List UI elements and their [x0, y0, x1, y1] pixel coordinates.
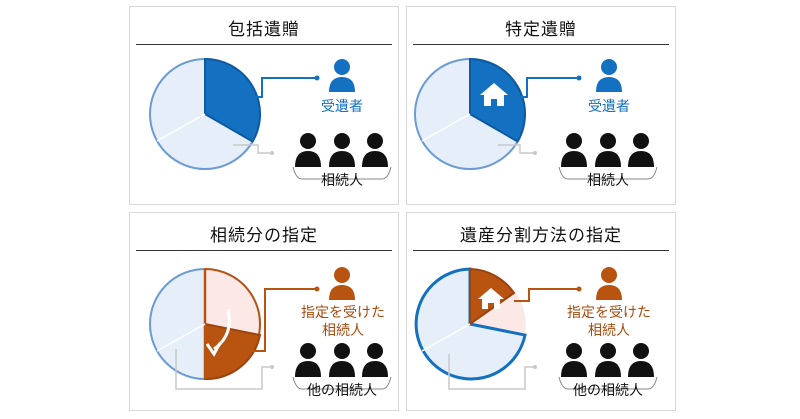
receiver-label-line-2: 相続人	[588, 323, 630, 339]
division-diagram	[414, 267, 658, 390]
share-diagram	[149, 267, 392, 390]
heirs-person-icons	[561, 343, 654, 377]
heirs-connector	[233, 144, 274, 155]
heirs-connector	[498, 144, 537, 155]
receiver-label: 受遺者	[588, 99, 630, 115]
receiver-label: 受遺者	[321, 99, 363, 115]
heirs-bracket	[558, 376, 658, 390]
panel-title: 特定遺贈	[505, 20, 577, 40]
bequest-diagram	[414, 57, 658, 180]
receiver-connector	[252, 286, 320, 352]
estate-pie	[149, 57, 261, 170]
panel-title: 遺産分割方法の指定	[460, 226, 622, 246]
heirs-bracket	[292, 166, 392, 180]
receiver-person-icon	[596, 267, 622, 300]
receiver-connector	[514, 286, 582, 302]
title-divider	[136, 44, 392, 45]
estate-pie	[149, 267, 262, 381]
receiver-connector	[517, 75, 582, 98]
receiver-connector	[252, 75, 320, 98]
panel-specific-bequest: 特定遺贈 受遺者 相続人	[406, 6, 676, 205]
estate-pie	[414, 57, 526, 170]
panel-designated-share: 相続分の指定 指定を受けた 相続人 他の相続	[129, 212, 399, 411]
title-divider	[413, 44, 669, 45]
heirs-label: 相続人	[321, 173, 363, 189]
estate-pie	[414, 267, 527, 381]
heirs-person-icons	[295, 343, 388, 377]
heirs-person-icons	[561, 133, 654, 167]
title-divider	[413, 250, 669, 251]
receiver-label-line-2: 相続人	[322, 323, 364, 339]
heirs-bracket	[558, 166, 658, 180]
house-icon	[478, 288, 504, 309]
heirs-person-icons	[295, 133, 388, 167]
title-divider	[136, 250, 392, 251]
receiver-person-icon	[329, 267, 355, 300]
heirs-label: 他の相続人	[573, 383, 643, 399]
heirs-connector	[448, 354, 537, 390]
panel-title: 包括遺贈	[228, 20, 300, 40]
receiver-person-icon	[329, 59, 355, 92]
curved-arrow-head	[205, 342, 222, 357]
panel-title: 相続分の指定	[210, 226, 318, 246]
heirs-bracket	[292, 376, 392, 390]
panel-comprehensive-bequest: 包括遺贈 受遺者 相続人	[129, 6, 399, 205]
panel-division-method: 遺産分割方法の指定 指定を受けた 相続人 他	[406, 212, 676, 411]
bequest-diagram	[149, 57, 392, 180]
receiver-person-icon	[596, 59, 622, 92]
house-icon	[480, 83, 508, 106]
receiver-label-line-1: 指定を受けた	[301, 305, 385, 321]
receiver-label-line-1: 指定を受けた	[567, 305, 651, 321]
heirs-connector	[175, 349, 274, 390]
heirs-label: 相続人	[587, 173, 629, 189]
heirs-label: 他の相続人	[307, 383, 377, 399]
